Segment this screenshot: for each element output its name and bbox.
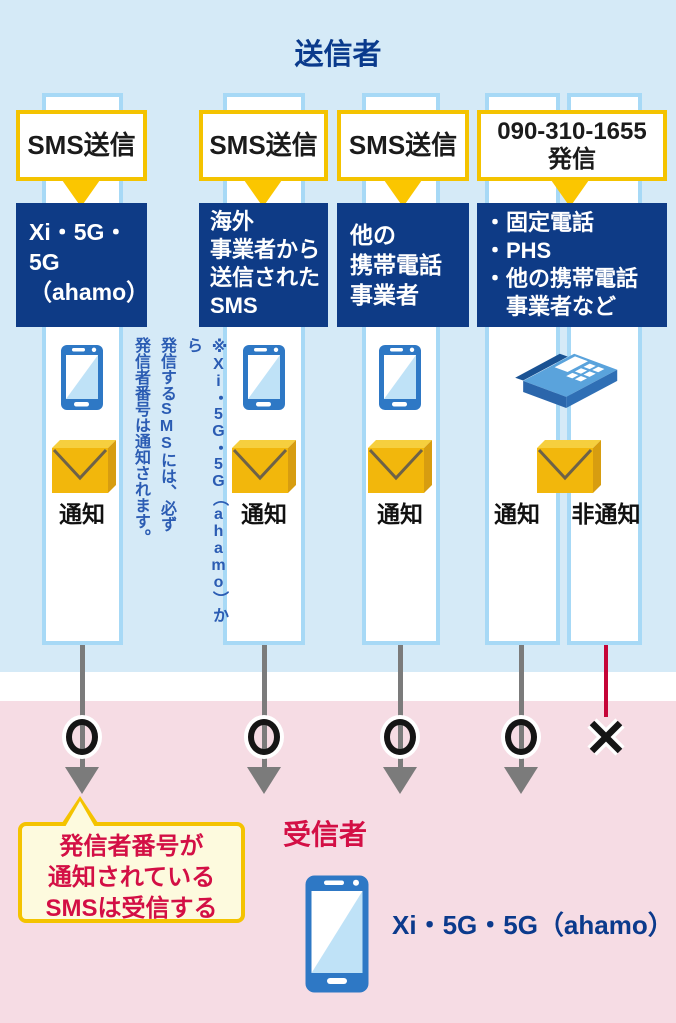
connector-line-2 <box>262 645 267 768</box>
smartphone-icon <box>243 345 285 410</box>
sender-source-box-4: 090-310-1655 発信 <box>477 110 667 181</box>
pointer-triangle-icon <box>384 180 422 207</box>
result-circle-icon <box>384 719 416 755</box>
pointer-triangle-icon <box>551 180 589 207</box>
pointer-triangle-icon <box>244 180 282 207</box>
caller-id-note: ※Xi・5G・5G（ahamo）から 発信するSMSには、必ず 発信者番号は通知… <box>132 337 227 623</box>
receiver-device-label: Xi・5G・5G（ahamo） <box>392 910 674 940</box>
result-circle-icon <box>505 719 537 755</box>
arrowhead-down-icon <box>383 767 417 794</box>
receiver-section-title: 受信者 <box>282 819 368 850</box>
rejected-connector-line <box>604 645 608 717</box>
connector-line-1 <box>80 645 85 768</box>
section-divider-band <box>0 672 676 701</box>
envelope-icon <box>232 440 296 493</box>
landline-phone-icon <box>515 353 618 408</box>
arrowhead-down-icon <box>247 767 281 794</box>
sender-source-box-3: SMS送信 <box>337 110 469 181</box>
result-circle-icon <box>248 719 280 755</box>
network-box-2: 海外 事業者から 送信された SMS <box>199 203 328 327</box>
arrowhead-down-icon <box>65 767 99 794</box>
receiver-smartphone-icon <box>305 875 369 993</box>
sender-section-title: 送信者 <box>294 39 382 71</box>
network-box-1: Xi・5G・ 5G （ahamo） <box>16 203 149 327</box>
network-box-4: ・固定電話 ・PHS ・他の携帯電話 事業者など <box>477 203 667 327</box>
result-circle-icon <box>66 719 98 755</box>
callout-pointer-icon <box>65 801 95 827</box>
envelope-icon <box>52 440 116 493</box>
notify-label: 通知 <box>59 501 105 527</box>
notify-label: 通知 <box>377 501 423 527</box>
sender-source-box-2: SMS送信 <box>199 110 328 181</box>
notify-label: 通知 <box>241 501 287 527</box>
arrowhead-down-icon <box>504 767 538 794</box>
sender-source-box-1: SMS送信 <box>16 110 147 181</box>
smartphone-icon <box>379 345 421 410</box>
smartphone-icon <box>61 345 103 410</box>
pointer-triangle-icon <box>62 180 100 207</box>
receive-rule-callout: 発信者番号が 通知されている SMSは受信する <box>18 822 245 923</box>
connector-line-4 <box>519 645 524 768</box>
network-box-3: 他の 携帯電話 事業者 <box>337 203 469 327</box>
result-cross-icon <box>587 718 625 756</box>
notify-withheld-label: 非通知 <box>571 501 641 527</box>
envelope-icon <box>368 440 432 493</box>
connector-line-3 <box>398 645 403 768</box>
notify-label: 通知 <box>494 501 540 527</box>
envelope-icon <box>537 440 601 493</box>
